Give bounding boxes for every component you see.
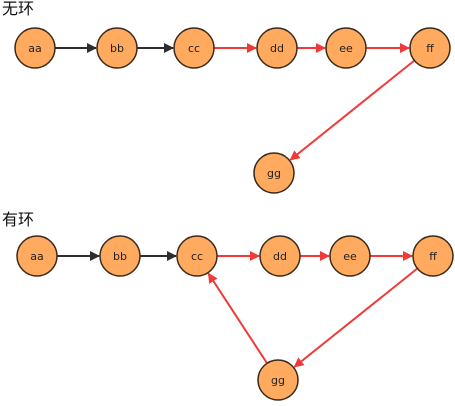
cyclic-node-label-cc: cc [191, 250, 203, 263]
acyclic-node-bb: bb [96, 27, 138, 69]
cyclic-node-label-bb: bb [113, 250, 127, 263]
cyclic-node-label-aa: aa [30, 250, 43, 263]
cyclic-node-ff: ff [412, 235, 454, 277]
acyclic-node-circle-dd [256, 27, 298, 69]
acyclic-node-label-aa: aa [28, 42, 41, 55]
cyclic-node-circle-gg [257, 359, 299, 401]
acyclic-node-aa: aa [14, 27, 56, 69]
cyclic-node-gg: gg [257, 359, 299, 401]
cyclic-node-circle-ee [329, 235, 371, 277]
acyclic-edge-ff-to-gg [289, 59, 416, 161]
acyclic-node-circle-ff [409, 27, 451, 69]
cyclic-node-circle-ff [412, 235, 454, 277]
cyclic-node-aa: aa [16, 235, 58, 277]
diagram-title-cyclic: 有环 [2, 210, 35, 229]
cyclic-node-label-ff: ff [429, 250, 437, 263]
cyclic-node-circle-bb [99, 235, 141, 277]
acyclic-node-label-cc: cc [188, 42, 200, 55]
acyclic-node-circle-ee [325, 27, 367, 69]
cyclic-node-label-dd: dd [273, 250, 287, 263]
acyclic-node-label-ee: ee [339, 42, 353, 55]
acyclic-node-circle-cc [173, 27, 215, 69]
cyclic-node-cc: cc [176, 235, 218, 277]
diagram-title-acyclic: 无环 [2, 0, 35, 18]
acyclic-node-label-dd: dd [270, 42, 284, 55]
acyclic-node-dd: dd [256, 27, 298, 69]
acyclic-node-gg: gg [253, 152, 295, 194]
cyclic-node-circle-aa [16, 235, 58, 277]
cyclic-node-circle-cc [176, 235, 218, 277]
cyclic-node-ee: ee [329, 235, 371, 277]
acyclic-node-ff: ff [409, 27, 451, 69]
acyclic-node-cc: cc [173, 27, 215, 69]
cyclic-node-label-gg: gg [271, 374, 285, 387]
acyclic-node-circle-aa [14, 27, 56, 69]
acyclic-node-circle-gg [253, 152, 295, 194]
cyclic-node-bb: bb [99, 235, 141, 277]
acyclic-node-label-ff: ff [426, 42, 434, 55]
cyclic-node-dd: dd [259, 235, 301, 277]
acyclic-node-ee: ee [325, 27, 367, 69]
cyclic-edge-gg-to-cc [207, 272, 268, 364]
acyclic-node-circle-bb [96, 27, 138, 69]
acyclic-node-label-bb: bb [110, 42, 124, 55]
cyclic-edge-ff-to-gg [293, 267, 419, 368]
acyclic-node-label-gg: gg [267, 167, 281, 180]
cyclic-node-label-ee: ee [343, 250, 357, 263]
cyclic-node-circle-dd [259, 235, 301, 277]
